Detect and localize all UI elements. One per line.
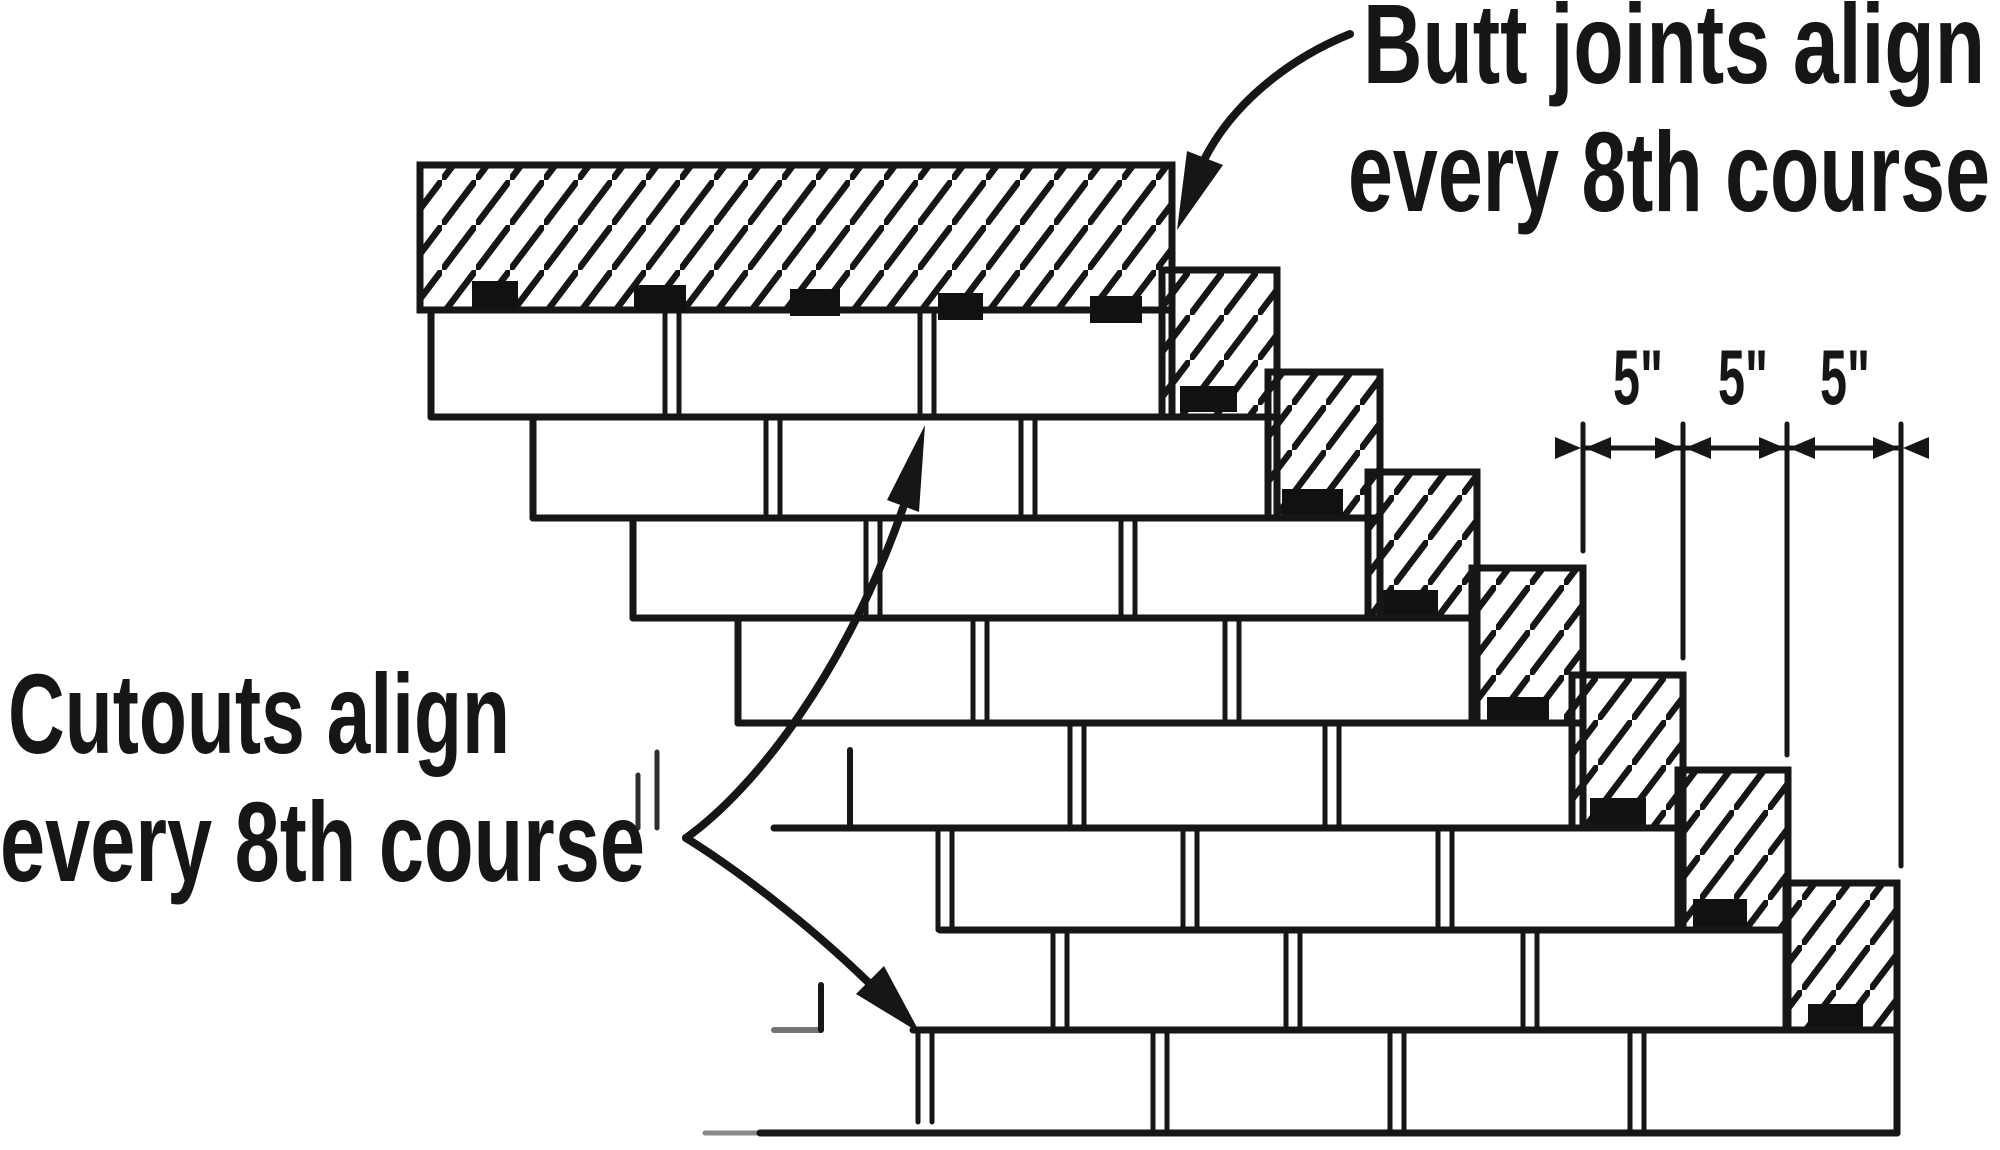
- sealant-strip: [1180, 386, 1237, 412]
- sealant-strip: [1380, 590, 1438, 617]
- cutouts-arrowhead-up: [887, 425, 925, 512]
- dimension-5in-label-1: 5": [1613, 333, 1663, 421]
- sealant-strip: [1487, 697, 1549, 723]
- cutout-slot: [1050, 930, 1070, 1033]
- course-1-exposure-step: [416, 161, 1176, 314]
- sealant-strip: [790, 289, 840, 316]
- cutout-slot: [1435, 828, 1455, 933]
- sealant-strip: [938, 293, 983, 320]
- dimension-arrowhead: [1759, 437, 1785, 459]
- cutouts-arrowhead-down: [856, 966, 920, 1033]
- cutout-slot: [1283, 930, 1303, 1033]
- cutout-slot: [915, 1030, 935, 1125]
- cutout-slot-partial: [635, 749, 660, 831]
- cutout-slot: [917, 310, 937, 420]
- sealant-strip: [1808, 1004, 1863, 1030]
- cutout-slot: [1150, 1030, 1170, 1136]
- cutout-slot: [1627, 1030, 1647, 1136]
- cutout-slot: [1180, 828, 1200, 933]
- dimension-arrowhead: [1685, 437, 1711, 459]
- dimension-assembly: 5" 5" 5": [1555, 333, 1929, 869]
- sealant-strip: [1282, 489, 1343, 516]
- dimension-arrowhead: [1655, 437, 1681, 459]
- cutout-slot: [1118, 518, 1138, 621]
- cutout-slot: [1520, 930, 1540, 1033]
- cutouts-leader-curve-up: [682, 504, 907, 842]
- cutout-slot: [662, 310, 682, 420]
- leader-arrows: [682, 30, 1354, 1033]
- cutouts-leader-curve-down: [682, 834, 872, 986]
- dimension-arrowhead: [1555, 437, 1581, 459]
- cutout-slots: [635, 310, 1647, 1136]
- cutout-slot: [1018, 417, 1038, 521]
- butt-joints-label-line1: Butt joints align: [1363, 0, 1985, 107]
- sealant-strip: [1693, 899, 1747, 927]
- dimension-arrowhead: [1585, 437, 1611, 459]
- butt-joint-arrowhead: [1177, 151, 1223, 230]
- dimension-5in-label-3: 5": [1820, 333, 1870, 421]
- dimension-arrowhead: [1903, 437, 1929, 459]
- dimension-arrowheads: [1555, 437, 1929, 459]
- cutouts-label-line2: every 8th course: [0, 779, 645, 905]
- cutout-slot: [763, 417, 783, 521]
- sealant-strip: [472, 281, 518, 308]
- cutouts-label-line1: Cutouts align: [8, 651, 510, 777]
- cutout-slot: [1067, 723, 1087, 831]
- annotation-labels: Butt joints align every 8th course Cutou…: [0, 0, 1990, 905]
- butt-joint-leader-curve: [1201, 30, 1354, 162]
- cutout-slot: [1322, 723, 1342, 831]
- cutout-slot: [970, 618, 990, 726]
- dimension-arrowhead: [1789, 437, 1815, 459]
- dimension-arrowhead: [1873, 437, 1899, 459]
- course-boundary-lines: [427, 413, 1901, 1137]
- dimension-5in-label-2: 5": [1718, 333, 1768, 421]
- butt-joints-label-line2: every 8th course: [1348, 109, 1990, 235]
- sealant-strip: [1590, 798, 1646, 827]
- course-edge-lines: [427, 306, 1901, 1137]
- sealant-strip: [1090, 296, 1142, 323]
- sealant-strip: [634, 285, 686, 312]
- cutout-slot: [1387, 1030, 1407, 1136]
- cutout-slot: [1222, 618, 1242, 726]
- sealant-strips: [472, 281, 1863, 1030]
- cutout-slot: [935, 828, 955, 933]
